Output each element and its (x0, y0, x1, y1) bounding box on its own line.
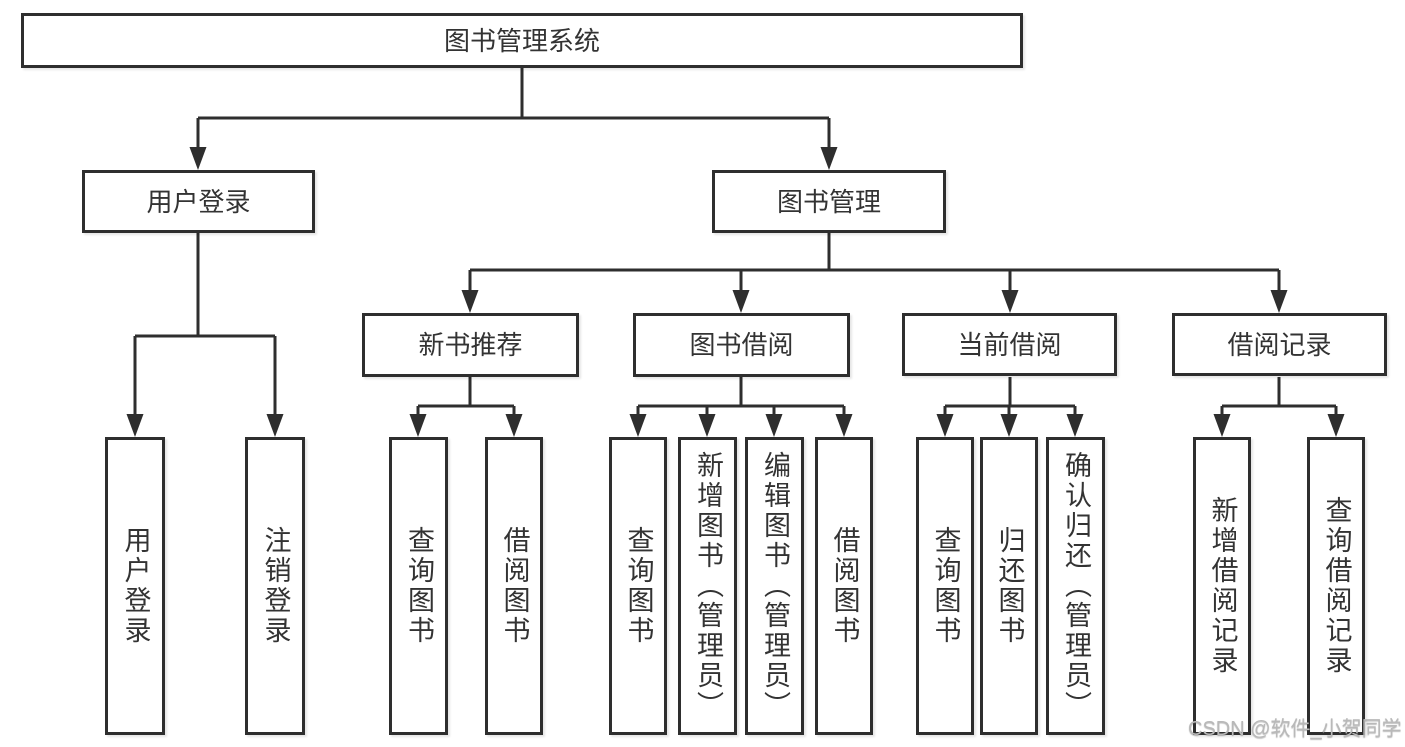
node-library-management-system: 图书管理系统 (21, 13, 1023, 68)
leaf-query-books-current: 查询图书 (916, 437, 974, 735)
leaf-query-books-recommendation: 查询图书 (389, 437, 448, 735)
leaf-query-books-borrowing: 查询图书 (609, 437, 667, 735)
arrowheads (126, 147, 1345, 437)
node-book-management-branch: 图书管理 (712, 170, 946, 233)
leaf-query-borrow-record: 查询借阅记录 (1307, 437, 1365, 735)
leaf-borrow-books-recommendation: 借阅图书 (485, 437, 543, 735)
leaf-add-borrow-record: 新增借阅记录 (1193, 437, 1251, 735)
leaf-user-login: 用户登录 (105, 437, 165, 735)
node-user-login-branch: 用户登录 (82, 170, 315, 233)
node-book-borrowing: 图书借阅 (633, 313, 850, 377)
node-borrowing-records: 借阅记录 (1172, 313, 1387, 376)
node-new-book-recommendation: 新书推荐 (362, 313, 579, 377)
watermark: CSDN @软件_小贺同学 (1188, 718, 1402, 740)
leaf-add-books-admin: 新增图书（管理员） (678, 437, 737, 735)
node-current-borrowing: 当前借阅 (902, 313, 1117, 376)
leaf-confirm-return-admin: 确认归还（管理员） (1046, 437, 1105, 735)
leaf-logout: 注销登录 (245, 437, 305, 735)
leaf-return-books: 归还图书 (980, 437, 1038, 735)
leaf-borrow-books-borrowing: 借阅图书 (815, 437, 873, 735)
leaf-edit-books-admin: 编辑图书（管理员） (745, 437, 804, 735)
